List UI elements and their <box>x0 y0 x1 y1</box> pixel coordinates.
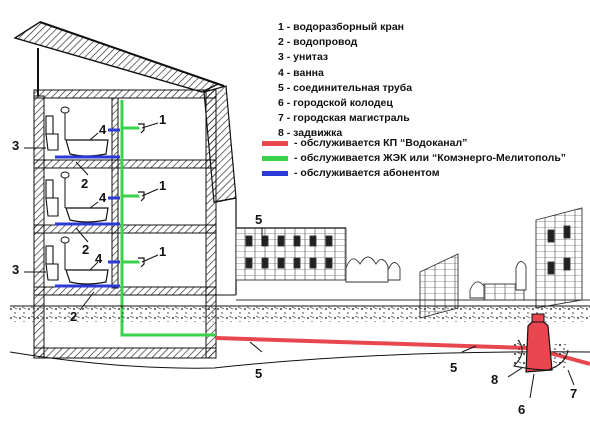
label-pipe: 2 <box>70 309 78 324</box>
label-pipe: 2 <box>82 242 90 257</box>
swatch-green <box>262 155 288 161</box>
riser-pipe <box>120 100 216 337</box>
roof <box>13 21 237 203</box>
label-connector: 5 <box>255 366 263 381</box>
label-faucet: 1 <box>159 244 167 259</box>
legend-item: 6 - городской колодец <box>278 97 393 110</box>
legend-color-item: - обслуживается КП “Водоканал” <box>262 136 566 150</box>
legend-item: 7 - городская магистраль <box>278 112 410 125</box>
label-bath: 4 <box>95 251 103 266</box>
label-connector: 5 <box>255 212 263 227</box>
label-faucet: 1 <box>159 178 167 193</box>
legend-item: 1 - водоразборный кран <box>278 21 405 33</box>
toilets <box>45 115 59 281</box>
label-well: 6 <box>518 402 526 417</box>
label-bath: 4 <box>99 190 107 205</box>
label-connector: 5 <box>450 360 458 375</box>
street-background <box>235 207 590 319</box>
building-walls <box>33 89 237 359</box>
legend-item: 5 - соединительная труба <box>278 81 413 94</box>
legend-numbered: 1 - водоразборный кран 2 - водопровод 3 … <box>278 20 412 142</box>
leader-lines <box>24 122 575 399</box>
legend-color-item: - обслуживается ЖЭК или “Комэнерго-Мелит… <box>262 151 566 165</box>
label-pipe: 2 <box>81 176 89 191</box>
swatch-blue <box>262 170 288 176</box>
label-toilet: 3 <box>12 138 20 153</box>
label-toilet: 3 <box>12 262 20 277</box>
legend-color-text: - обслуживается абонентом <box>294 167 440 179</box>
legend-item: 2 - водопровод <box>278 36 358 49</box>
legend-item: 8 - задвижка <box>278 127 343 140</box>
legend-item: 3 - унитаз <box>278 51 329 64</box>
legend-color-text: - обслуживается ЖЭК или “Комэнерго-Мелит… <box>294 152 567 164</box>
label-main: 7 <box>570 386 578 401</box>
legend-color-text: - обслуживается КП “Водоканал” <box>294 137 468 149</box>
subscriber-pipes <box>55 128 120 288</box>
swatch-red <box>262 140 288 146</box>
label-bath: 4 <box>99 122 107 137</box>
legend-color-item: - обслуживается абонентом <box>262 166 566 180</box>
bath-taps <box>60 106 70 270</box>
bathtubs <box>65 139 109 285</box>
ground-soil <box>9 305 590 369</box>
label-faucet: 1 <box>159 112 167 127</box>
legend-item: 4 - ванна <box>278 66 324 79</box>
city-well <box>512 313 569 373</box>
label-valve: 8 <box>491 372 499 387</box>
legend-colors: - обслуживается КП “Водоканал” - обслужи… <box>262 136 566 181</box>
